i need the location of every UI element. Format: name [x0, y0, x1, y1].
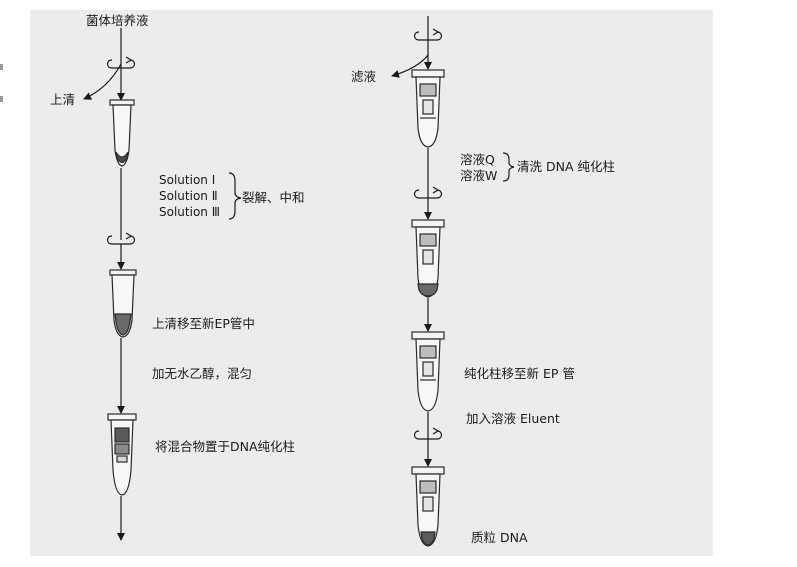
diagram-panel — [30, 10, 713, 556]
tube-supernatant — [109, 269, 137, 338]
culture-label: 菌体培养液 — [86, 13, 149, 28]
edge-mark — [0, 96, 3, 102]
spin-icon-head — [125, 232, 133, 240]
tube-column-new-ep — [411, 331, 445, 412]
wash-bracket — [502, 152, 515, 182]
spin-icon-head — [432, 28, 440, 36]
spin-icon — [413, 189, 443, 199]
spin-icon-head — [125, 56, 133, 64]
lysis-step-label: 裂解、中和 — [242, 190, 305, 205]
spin-icon-head — [432, 427, 440, 435]
wash-step-label: 清洗 DNA 纯化柱 — [517, 159, 615, 174]
tube-column-mixture — [107, 413, 137, 496]
solutions-bracket — [228, 172, 242, 220]
supernatant-arrow — [83, 63, 122, 100]
tube-column-wash — [411, 219, 445, 298]
tube-column-filtrate — [411, 69, 445, 148]
spin-icon-head — [432, 186, 440, 194]
filtrate-arrow — [391, 54, 429, 78]
solution-w-label: 溶液W — [460, 168, 498, 183]
supernatant-label: 上清 — [50, 92, 76, 107]
filtrate-label: 滤液 — [351, 69, 377, 84]
spin-icon — [413, 430, 443, 440]
solution-3-label: Solution Ⅲ — [159, 205, 220, 219]
eluent-step-label: 加入溶液 Eluent — [466, 411, 560, 426]
spin-icon — [106, 59, 136, 69]
edge-mark — [0, 64, 3, 70]
tube-plasmid-dna — [411, 466, 445, 547]
solution-2-label: Solution Ⅱ — [159, 189, 218, 203]
column-step-label: 将混合物置于DNA纯化柱 — [155, 439, 296, 454]
solution-q-label: 溶液Q — [460, 152, 495, 167]
ethanol-step-label: 加无水乙醇，混匀 — [152, 366, 253, 381]
product-label: 质粒 DNA — [471, 530, 528, 545]
move-column-label: 纯化柱移至新 EP 管 — [464, 366, 575, 381]
spin-icon — [413, 31, 443, 41]
solution-1-label: Solution Ⅰ — [159, 173, 216, 187]
tube-culture — [109, 99, 135, 167]
transfer-step-label: 上清移至新EP管中 — [152, 316, 255, 331]
